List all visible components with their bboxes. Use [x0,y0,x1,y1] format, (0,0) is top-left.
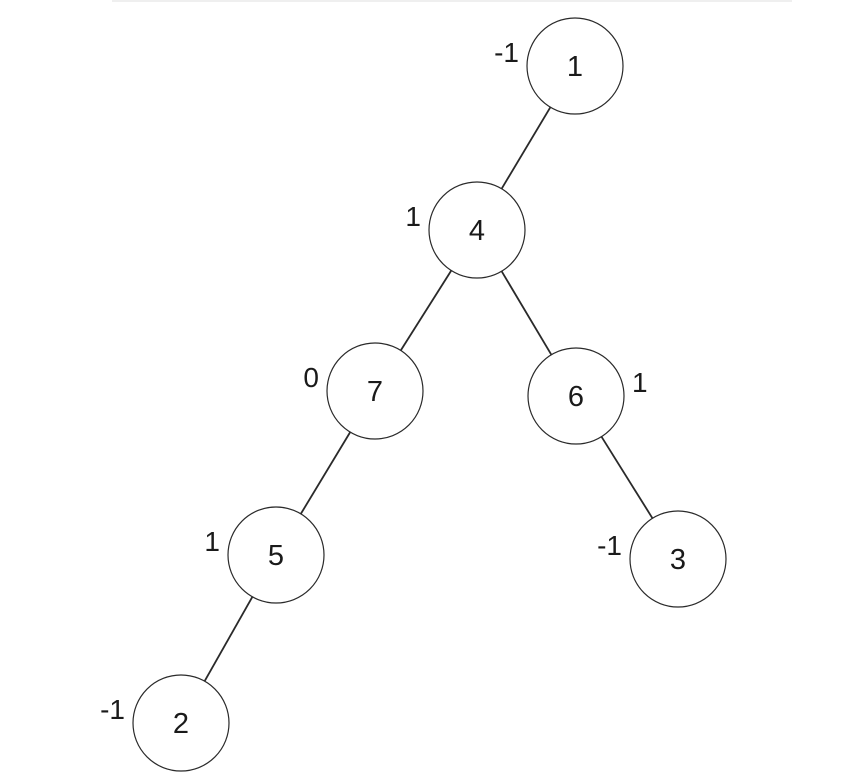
node-value-label: 7 [367,376,383,408]
edge-7-5 [300,431,351,515]
edge-4-6 [500,270,553,356]
node-annotation: 1 [405,201,421,232]
tree-node-5: 51 [204,506,325,604]
node-value-label: 1 [567,51,583,83]
edge-6-3 [600,436,654,519]
node-value-label: 2 [173,708,189,740]
node-value-label: 6 [568,381,584,413]
node-value-label: 4 [469,215,485,247]
node-value-label: 5 [268,540,284,572]
node-circle [629,510,727,608]
tree-node-3: 3 -1 [597,510,727,608]
node-annotation: -1 [100,694,125,725]
tree-node-7: 70 [303,342,424,440]
node-circle [527,347,625,445]
node-circle [132,674,230,772]
edges-layer [203,106,654,682]
node-annotation: 1 [204,526,220,557]
node-circle [326,342,424,440]
node-annotation: 1 [632,367,648,398]
tree-node-1: 1 -1 [494,17,624,115]
node-circle [227,506,325,604]
edge-4-7 [399,270,453,351]
node-circle [526,17,624,115]
tree-node-2: 2 -1 [100,674,230,772]
node-circle [428,181,526,279]
node-annotation: -1 [494,37,519,68]
node-annotation: -1 [597,530,622,561]
edge-1-4 [500,106,552,190]
edge-5-2 [203,596,254,682]
node-value-label: 3 [670,544,686,576]
top-divider [112,0,792,2]
node-annotation: 0 [303,362,319,393]
tree-node-4: 41 [405,181,526,279]
